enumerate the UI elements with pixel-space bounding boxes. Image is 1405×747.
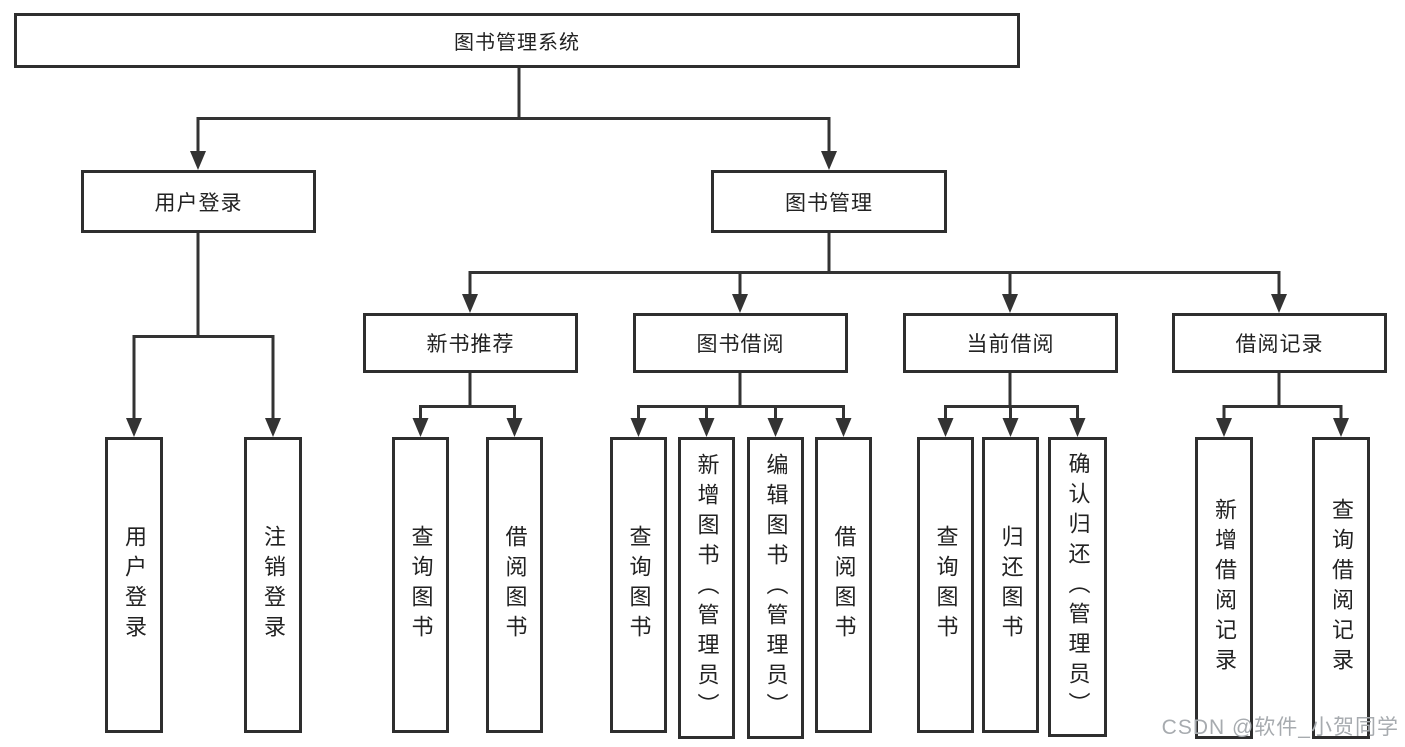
node-label: 新书推荐 — [426, 333, 515, 356]
leaf-bb-query-books: 查询图书 — [610, 437, 667, 733]
node-label: 查询借阅记录 — [1329, 498, 1354, 678]
node-label: 查询图书 — [626, 525, 652, 645]
node-label: 新增图书（管理员） — [694, 453, 720, 723]
node-label: 图书借阅 — [696, 333, 785, 356]
leaf-br-query-record: 查询借阅记录 — [1312, 437, 1370, 739]
node-user-login: 用户登录 — [81, 170, 316, 233]
node-label: 借阅图书 — [502, 525, 528, 645]
node-current-borrow: 当前借阅 — [903, 313, 1118, 373]
leaf-user-login: 用户登录 — [105, 437, 163, 733]
node-label: 用户登录 — [122, 525, 147, 645]
watermark: CSDN @软件_小贺同学 — [1161, 716, 1399, 739]
node-label: 借阅记录 — [1235, 333, 1324, 356]
leaf-br-add-record: 新增借阅记录 — [1195, 437, 1253, 739]
node-root: 图书管理系统 — [14, 13, 1020, 68]
leaf-bb-add-books-admin: 新增图书（管理员） — [678, 437, 735, 739]
leaf-nb-borrow-books: 借阅图书 — [486, 437, 543, 733]
node-label: 查询图书 — [408, 525, 434, 645]
node-label: 查询图书 — [933, 525, 959, 645]
node-label: 编辑图书（管理员） — [763, 453, 789, 723]
leaf-logout: 注销登录 — [244, 437, 302, 733]
node-label: 当前借阅 — [966, 333, 1055, 356]
node-label: 归还图书 — [998, 525, 1024, 645]
node-book-borrow: 图书借阅 — [633, 313, 848, 373]
leaf-cb-return-books: 归还图书 — [982, 437, 1039, 733]
leaf-cb-query-books: 查询图书 — [917, 437, 974, 733]
leaf-bb-borrow-books: 借阅图书 — [815, 437, 872, 733]
node-label: 借阅图书 — [831, 525, 857, 645]
node-borrow-records: 借阅记录 — [1172, 313, 1387, 373]
node-book-management: 图书管理 — [711, 170, 947, 233]
leaf-cb-confirm-return-admin: 确认归还（管理员） — [1048, 437, 1107, 737]
node-new-book-recommend: 新书推荐 — [363, 313, 578, 373]
leaf-nb-query-books: 查询图书 — [392, 437, 449, 733]
node-label: 注销登录 — [261, 525, 286, 645]
node-label: 确认归还（管理员） — [1065, 452, 1091, 722]
node-label: 新增借阅记录 — [1212, 498, 1237, 678]
node-label: 图书管理 — [785, 191, 873, 215]
node-label: 图书管理系统 — [454, 32, 580, 54]
node-label: 用户登录 — [154, 191, 243, 215]
leaf-bb-edit-books-admin: 编辑图书（管理员） — [747, 437, 804, 739]
